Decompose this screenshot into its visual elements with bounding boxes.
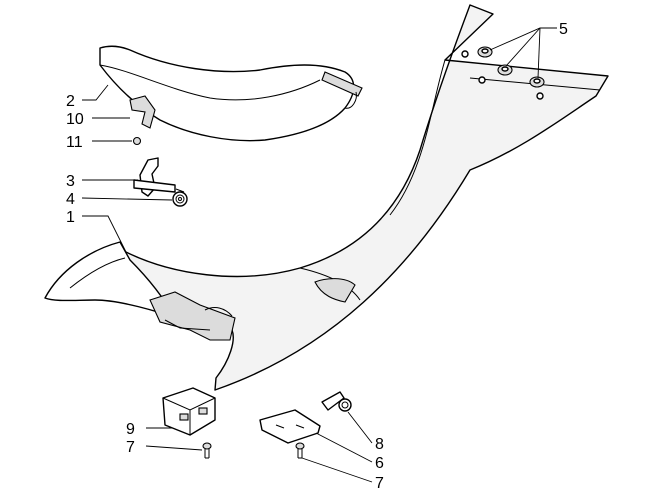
part-10-clip xyxy=(129,95,156,129)
part-2-upper-cover xyxy=(99,45,363,142)
part-7-screw-right xyxy=(295,442,305,459)
callout-9: 9 xyxy=(126,421,135,438)
callout-labels: 5 2 10 11 3 4 1 9 7 8 6 7 xyxy=(66,21,568,492)
callout-8: 8 xyxy=(375,436,384,453)
callout-7-left: 7 xyxy=(126,439,135,456)
callout-2: 2 xyxy=(66,93,75,110)
callout-1: 1 xyxy=(66,209,75,226)
part-6-latch-plate xyxy=(259,409,321,444)
screw-icon xyxy=(202,442,212,450)
callout-3: 3 xyxy=(66,173,75,190)
part-4-spring xyxy=(172,188,188,207)
nut-icon xyxy=(477,46,493,58)
spring-icon xyxy=(172,191,188,207)
part-3-hinge xyxy=(133,157,176,197)
part-9-bracket xyxy=(162,387,216,436)
callout-5: 5 xyxy=(559,21,568,38)
hole-icon xyxy=(478,76,486,84)
screw-icon xyxy=(132,136,142,146)
part-1-body-panel xyxy=(44,4,609,391)
part-5-nuts xyxy=(477,46,545,88)
screw-icon xyxy=(295,442,305,450)
callout-7-right: 7 xyxy=(375,475,384,492)
part-8-clip xyxy=(321,391,352,412)
hole-icon xyxy=(536,92,544,100)
leader-lines xyxy=(81,27,557,483)
callout-4: 4 xyxy=(66,191,75,208)
part-11-screw xyxy=(132,136,142,146)
part-7-screw-left xyxy=(202,442,212,459)
callout-11: 11 xyxy=(66,134,83,151)
nut-icon xyxy=(497,64,513,76)
spring-icon xyxy=(338,398,352,412)
nut-icon xyxy=(529,76,545,88)
callout-10: 10 xyxy=(66,111,84,128)
hole-icon xyxy=(461,50,469,58)
callout-6: 6 xyxy=(375,455,384,472)
